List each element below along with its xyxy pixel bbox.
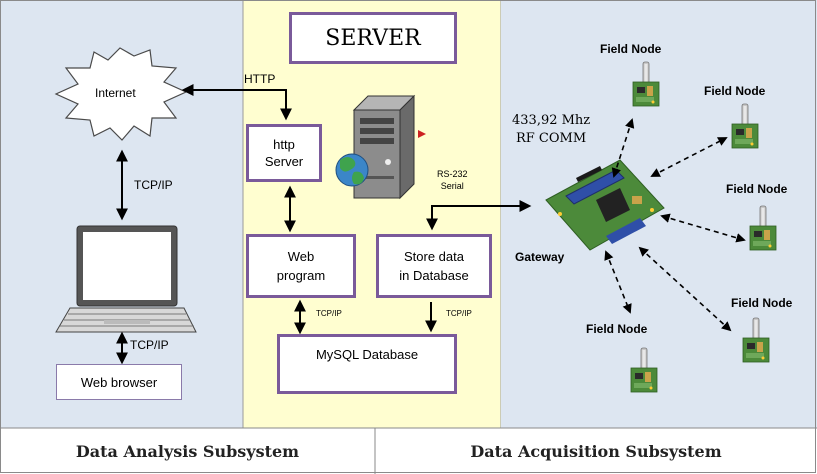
- internet-label: Internet: [95, 86, 136, 100]
- field-node-label-3: Field Node: [726, 182, 788, 196]
- http-server-box: http Server: [246, 124, 322, 182]
- tcpip-store-mysql-label: TCP/IP: [446, 309, 472, 318]
- field-node-label-2: Field Node: [704, 84, 766, 98]
- tcpip-webprogram-mysql-label: TCP/IP: [316, 309, 342, 318]
- footer-right-label: Data Acquisition Subsystem: [470, 441, 722, 461]
- internet-starburst-icon: [54, 47, 188, 141]
- rf-link-node-1: [611, 118, 635, 178]
- http-label: HTTP: [244, 72, 276, 86]
- server-tower-icon: [352, 94, 426, 200]
- rs232-line1: RS-232: [437, 169, 468, 179]
- footer-left-label: Data Analysis Subsystem: [75, 441, 300, 461]
- store-data-box: Store data in Database: [376, 234, 492, 298]
- field-node-label-1: Field Node: [600, 42, 662, 56]
- server-title: SERVER: [325, 25, 421, 51]
- mysql-database-label: MySQL Database: [315, 347, 419, 362]
- rf-link-node-2: [650, 137, 728, 177]
- footer-analysis-subsystem: Data Analysis Subsystem: [0, 428, 375, 474]
- tcpip-laptop-label: TCP/IP: [134, 178, 173, 192]
- web-program-line1: Web: [287, 249, 315, 264]
- web-program-box: Web program: [246, 234, 356, 298]
- link-gateway-store: [426, 200, 532, 231]
- store-data-line2: in Database: [399, 268, 469, 283]
- web-browser-label: Web browser: [80, 374, 158, 390]
- web-program-line2: program: [276, 268, 326, 283]
- link-internet-http: [181, 84, 292, 121]
- field-node-label-5: Field Node: [586, 322, 648, 336]
- rf-line1: 433,92 Mhz: [512, 113, 591, 128]
- rf-comm-label: 433,92 Mhz RF COMM: [512, 112, 590, 148]
- mysql-database-box: MySQL Database: [277, 334, 457, 394]
- field-node-label-4: Field Node: [731, 296, 793, 310]
- rf-line2: RF COMM: [515, 131, 587, 146]
- http-server-line2: Server: [264, 154, 304, 169]
- rs232-label: RS-232 Serial: [437, 168, 468, 192]
- rf-link-node-4: [638, 246, 732, 332]
- globe-icon: [335, 153, 369, 187]
- tcpip-browser-label: TCP/IP: [130, 338, 169, 352]
- server-title-box: SERVER: [289, 12, 457, 64]
- web-browser-box: Web browser: [56, 364, 182, 400]
- rf-link-node-5: [604, 250, 632, 314]
- store-data-line1: Store data: [404, 249, 464, 264]
- gateway-board-icon: [545, 159, 665, 251]
- acquisition-panel: [501, 0, 817, 428]
- http-server-line1: http: [273, 137, 295, 152]
- footer-acquisition-subsystem: Data Acquisition Subsystem: [375, 428, 817, 474]
- rs232-line2: Serial: [440, 181, 464, 191]
- laptop-icon: [55, 225, 197, 333]
- gateway-label: Gateway: [515, 250, 565, 264]
